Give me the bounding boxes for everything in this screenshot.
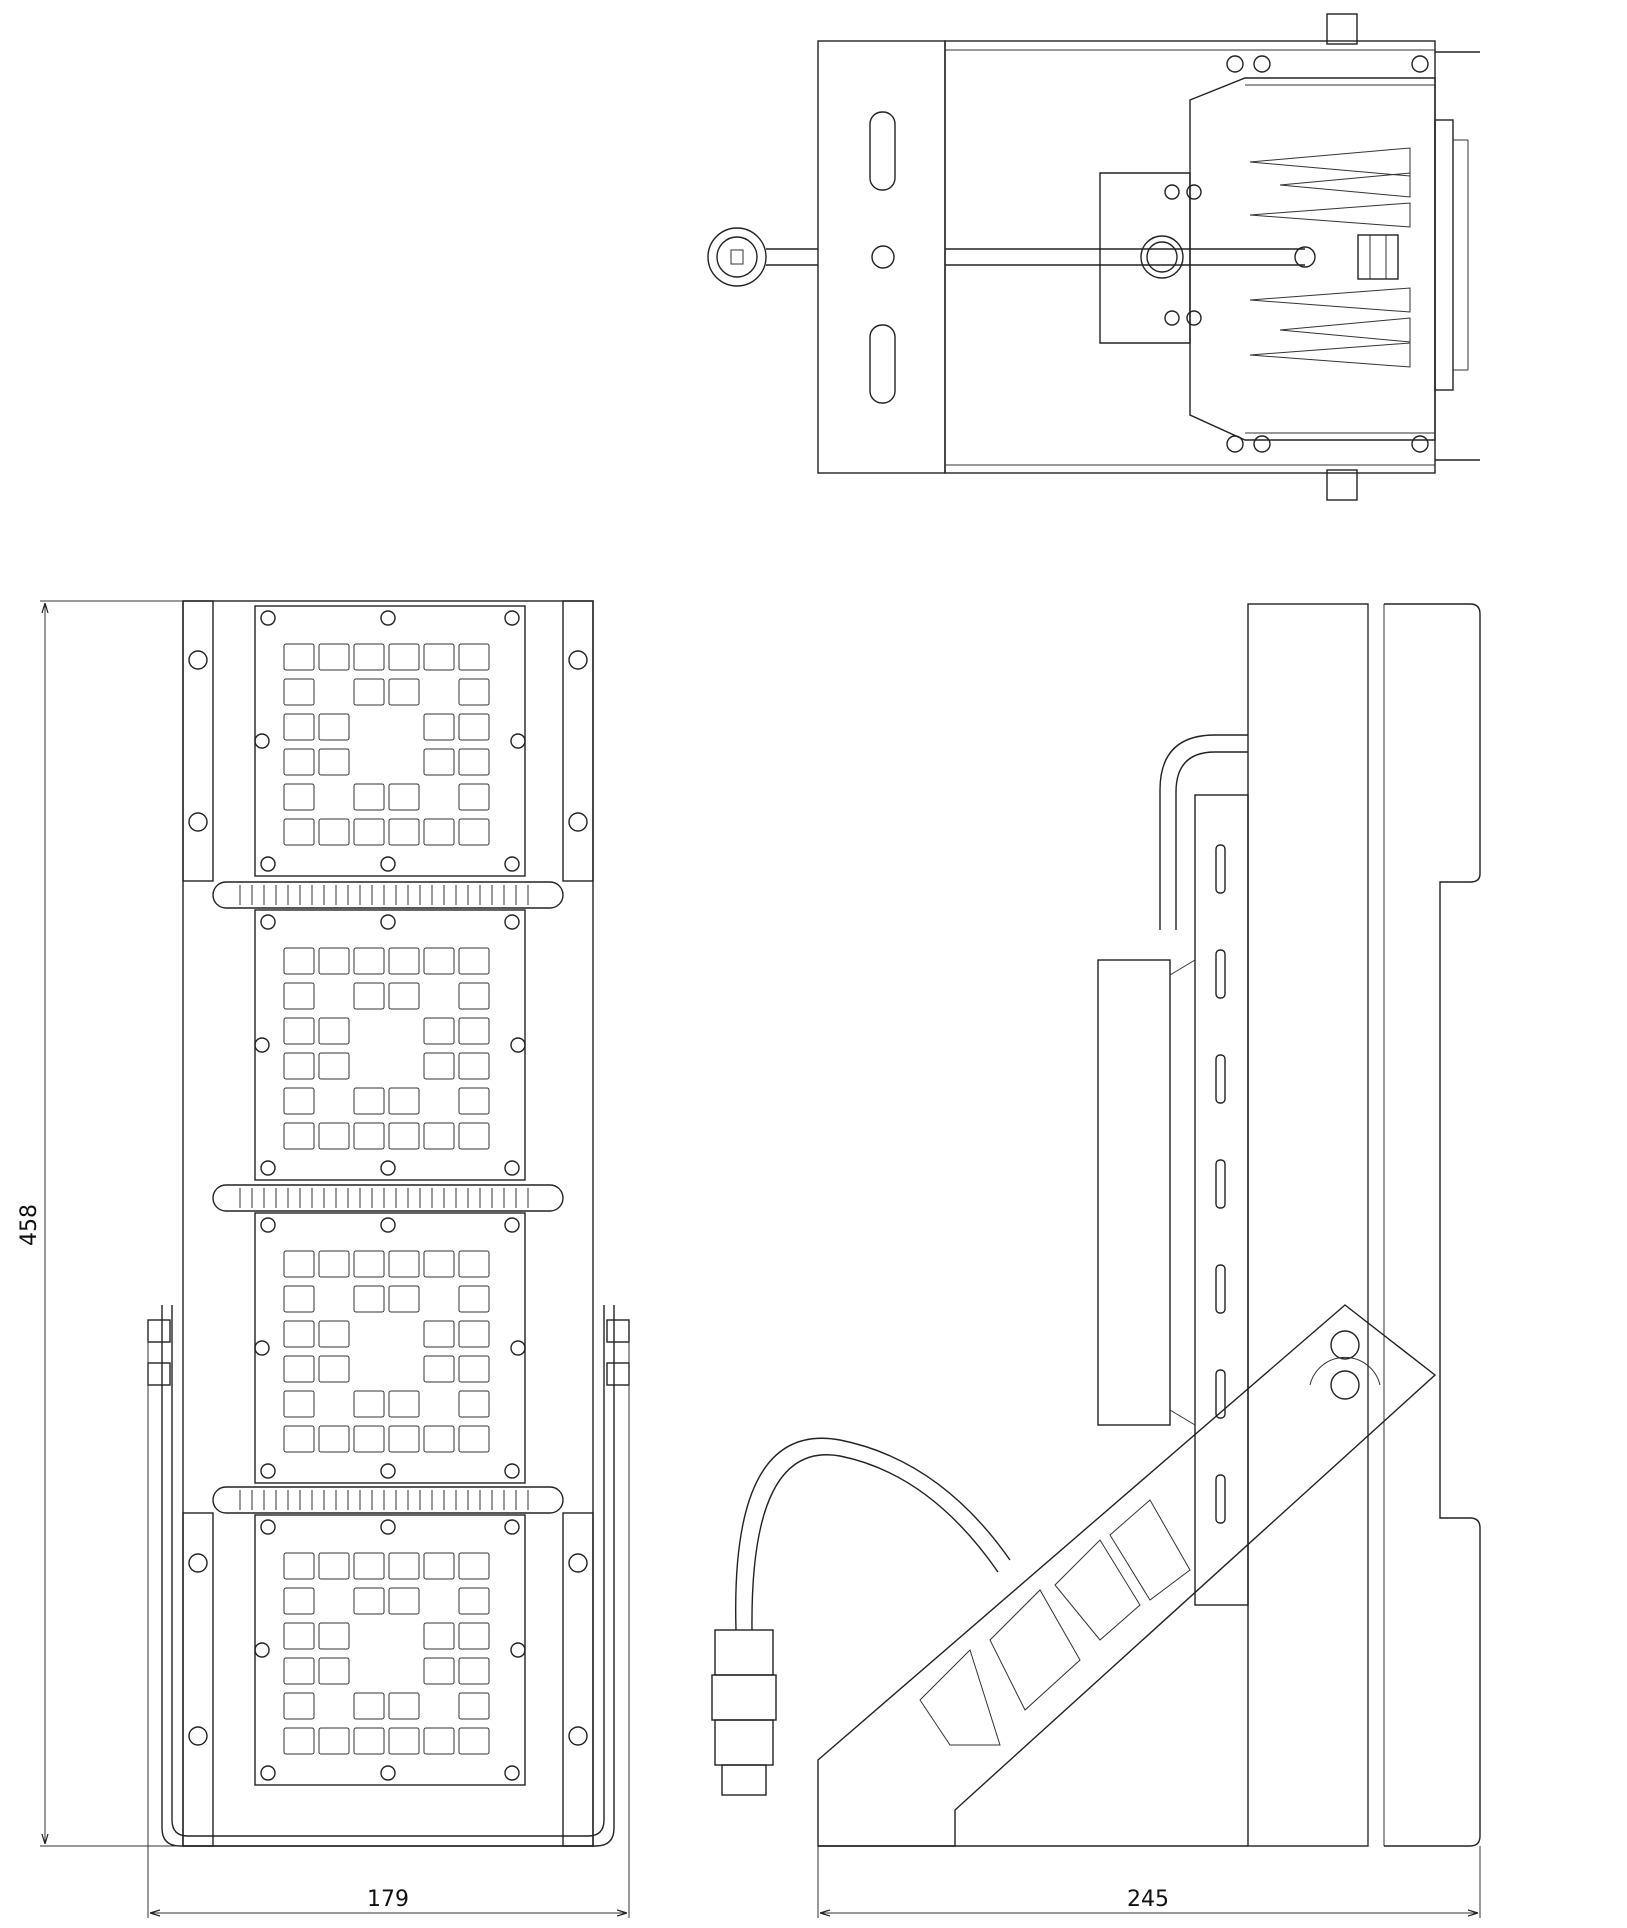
- dimension-height: 458: [17, 600, 183, 1847]
- side-depth-label: 245: [1127, 1887, 1169, 1912]
- led-modules: [254, 605, 526, 1786]
- dimension-front-width: 179: [147, 1340, 630, 1918]
- top-view: [707, 13, 1480, 501]
- led-module: [254, 1514, 526, 1786]
- side-view: [711, 603, 1481, 1847]
- led-module: [254, 605, 526, 877]
- led-module: [254, 909, 526, 1181]
- front-view: [147, 600, 630, 1847]
- height-label: 458: [17, 1204, 42, 1246]
- front-width-label: 179: [367, 1887, 409, 1912]
- dimension-side-depth: 245: [817, 1846, 1481, 1918]
- led-module: [254, 1212, 526, 1484]
